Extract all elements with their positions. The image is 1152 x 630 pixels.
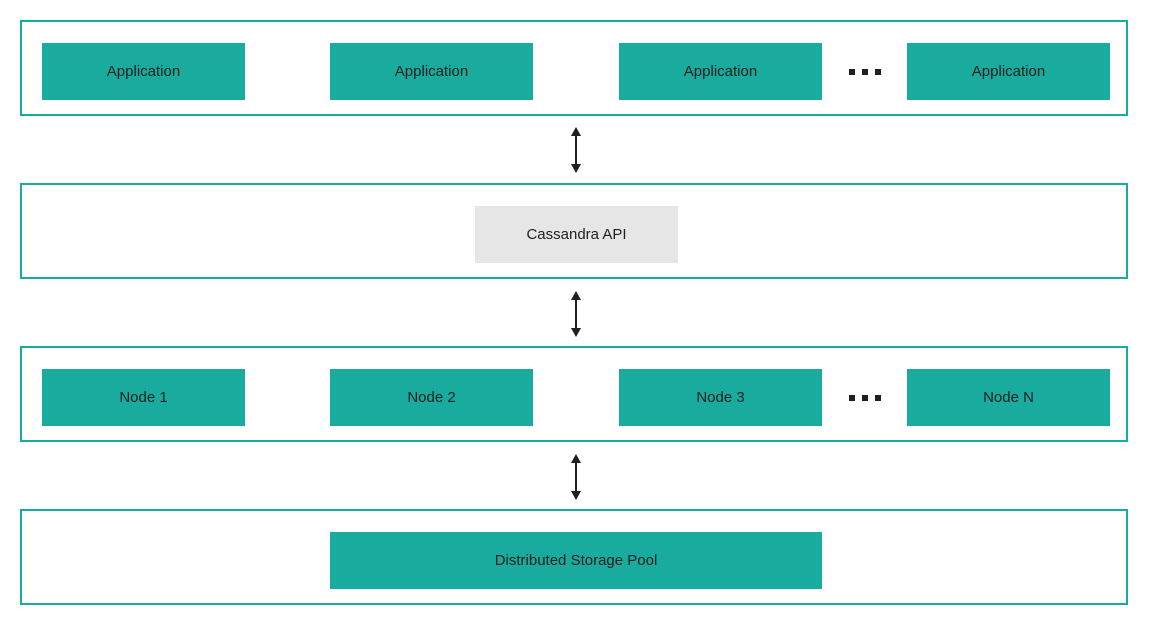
- dot: [875, 395, 881, 401]
- double-arrow-icon: [571, 454, 581, 500]
- dot: [862, 395, 868, 401]
- node-box: Node 2: [330, 369, 533, 426]
- dot: [849, 69, 855, 75]
- application-box: Application: [907, 43, 1110, 100]
- dot: [875, 69, 881, 75]
- application-box: Application: [619, 43, 822, 100]
- node-box: Node N: [907, 369, 1110, 426]
- node-box: Node 1: [42, 369, 245, 426]
- dot: [849, 395, 855, 401]
- node-box: Node 3: [619, 369, 822, 426]
- applications-layer: Application Application Application Appl…: [20, 20, 1128, 116]
- distributed-storage-pool-box: Distributed Storage Pool: [330, 532, 822, 589]
- ellipsis-icon: [849, 395, 881, 401]
- cassandra-api-box: Cassandra API: [475, 206, 678, 263]
- double-arrow-icon: [571, 127, 581, 173]
- api-layer: Cassandra API: [20, 183, 1128, 279]
- application-box: Application: [330, 43, 533, 100]
- nodes-layer: Node 1 Node 2 Node 3 Node N: [20, 346, 1128, 442]
- double-arrow-icon: [571, 291, 581, 337]
- application-box: Application: [42, 43, 245, 100]
- ellipsis-icon: [849, 69, 881, 75]
- storage-layer: Distributed Storage Pool: [20, 509, 1128, 605]
- dot: [862, 69, 868, 75]
